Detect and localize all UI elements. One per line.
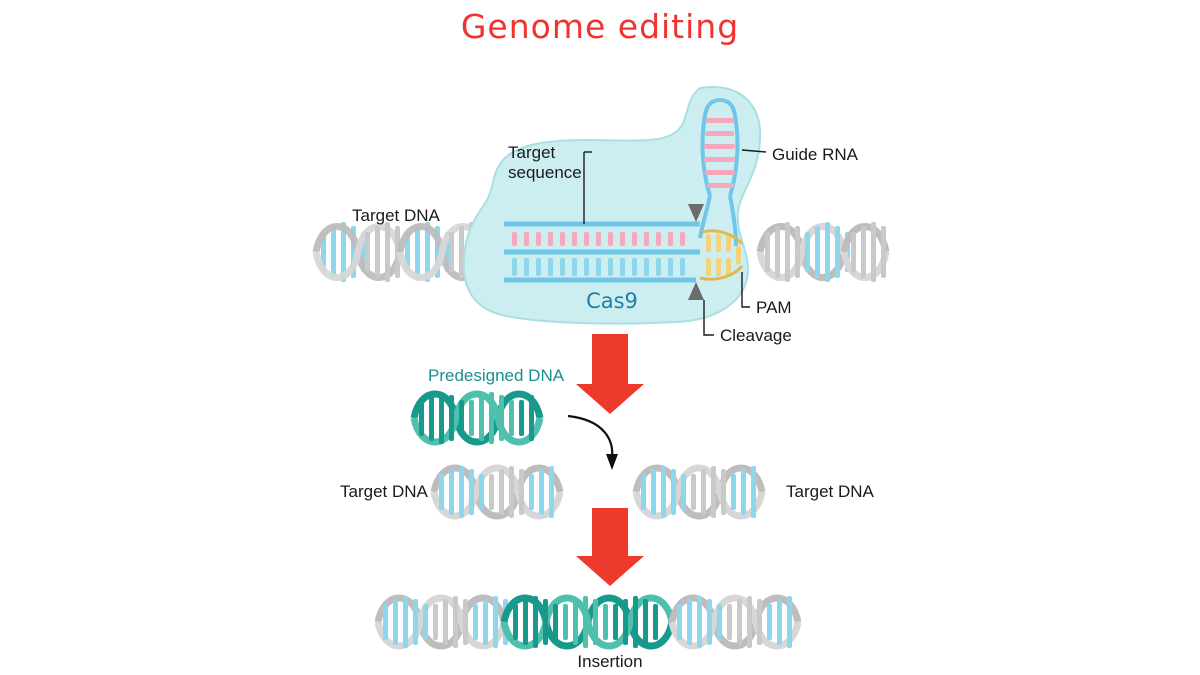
label-pam: PAM [741,272,792,317]
label-cleavage: Cleavage [703,300,792,345]
target-dna-top-label: Target DNA [352,206,441,225]
target-dna-right-label: Target DNA [786,482,875,501]
target-sequence-line1: Target [508,143,556,162]
predesigned-dna: Predesigned DNA [410,366,565,446]
step-arrow-2 [576,508,644,586]
target-sequence-line2: sequence [508,163,582,182]
label-target-dna-top: Target DNA [352,206,441,225]
target-dna-fragment-left: Target DNA [340,464,564,520]
guide-rna [698,98,740,247]
target-sequence-duplex [504,221,700,283]
label-target-sequence: Target sequence [508,143,592,224]
target-dna-left-label: Target DNA [340,482,429,501]
step-arrow-1 [576,334,644,414]
page-title: Genome editing [461,7,739,46]
guide-rna-label: Guide RNA [772,145,859,164]
insertion-label: Insertion [577,652,642,671]
cleavage-label: Cleavage [720,326,792,345]
predesigned-dna-label: Predesigned DNA [428,366,565,385]
label-guide-rna: Guide RNA [741,145,859,164]
pam-region [699,229,744,281]
target-dna-fragment-right: Target DNA [632,464,875,520]
cas9-label: Cas9 [586,289,638,313]
pam-label: PAM [756,298,792,317]
insertion-curve-arrow [567,414,618,470]
cleavage-markers [688,204,704,300]
edited-dna-strand [374,594,802,650]
target-dna-strand-top-right [756,222,890,282]
